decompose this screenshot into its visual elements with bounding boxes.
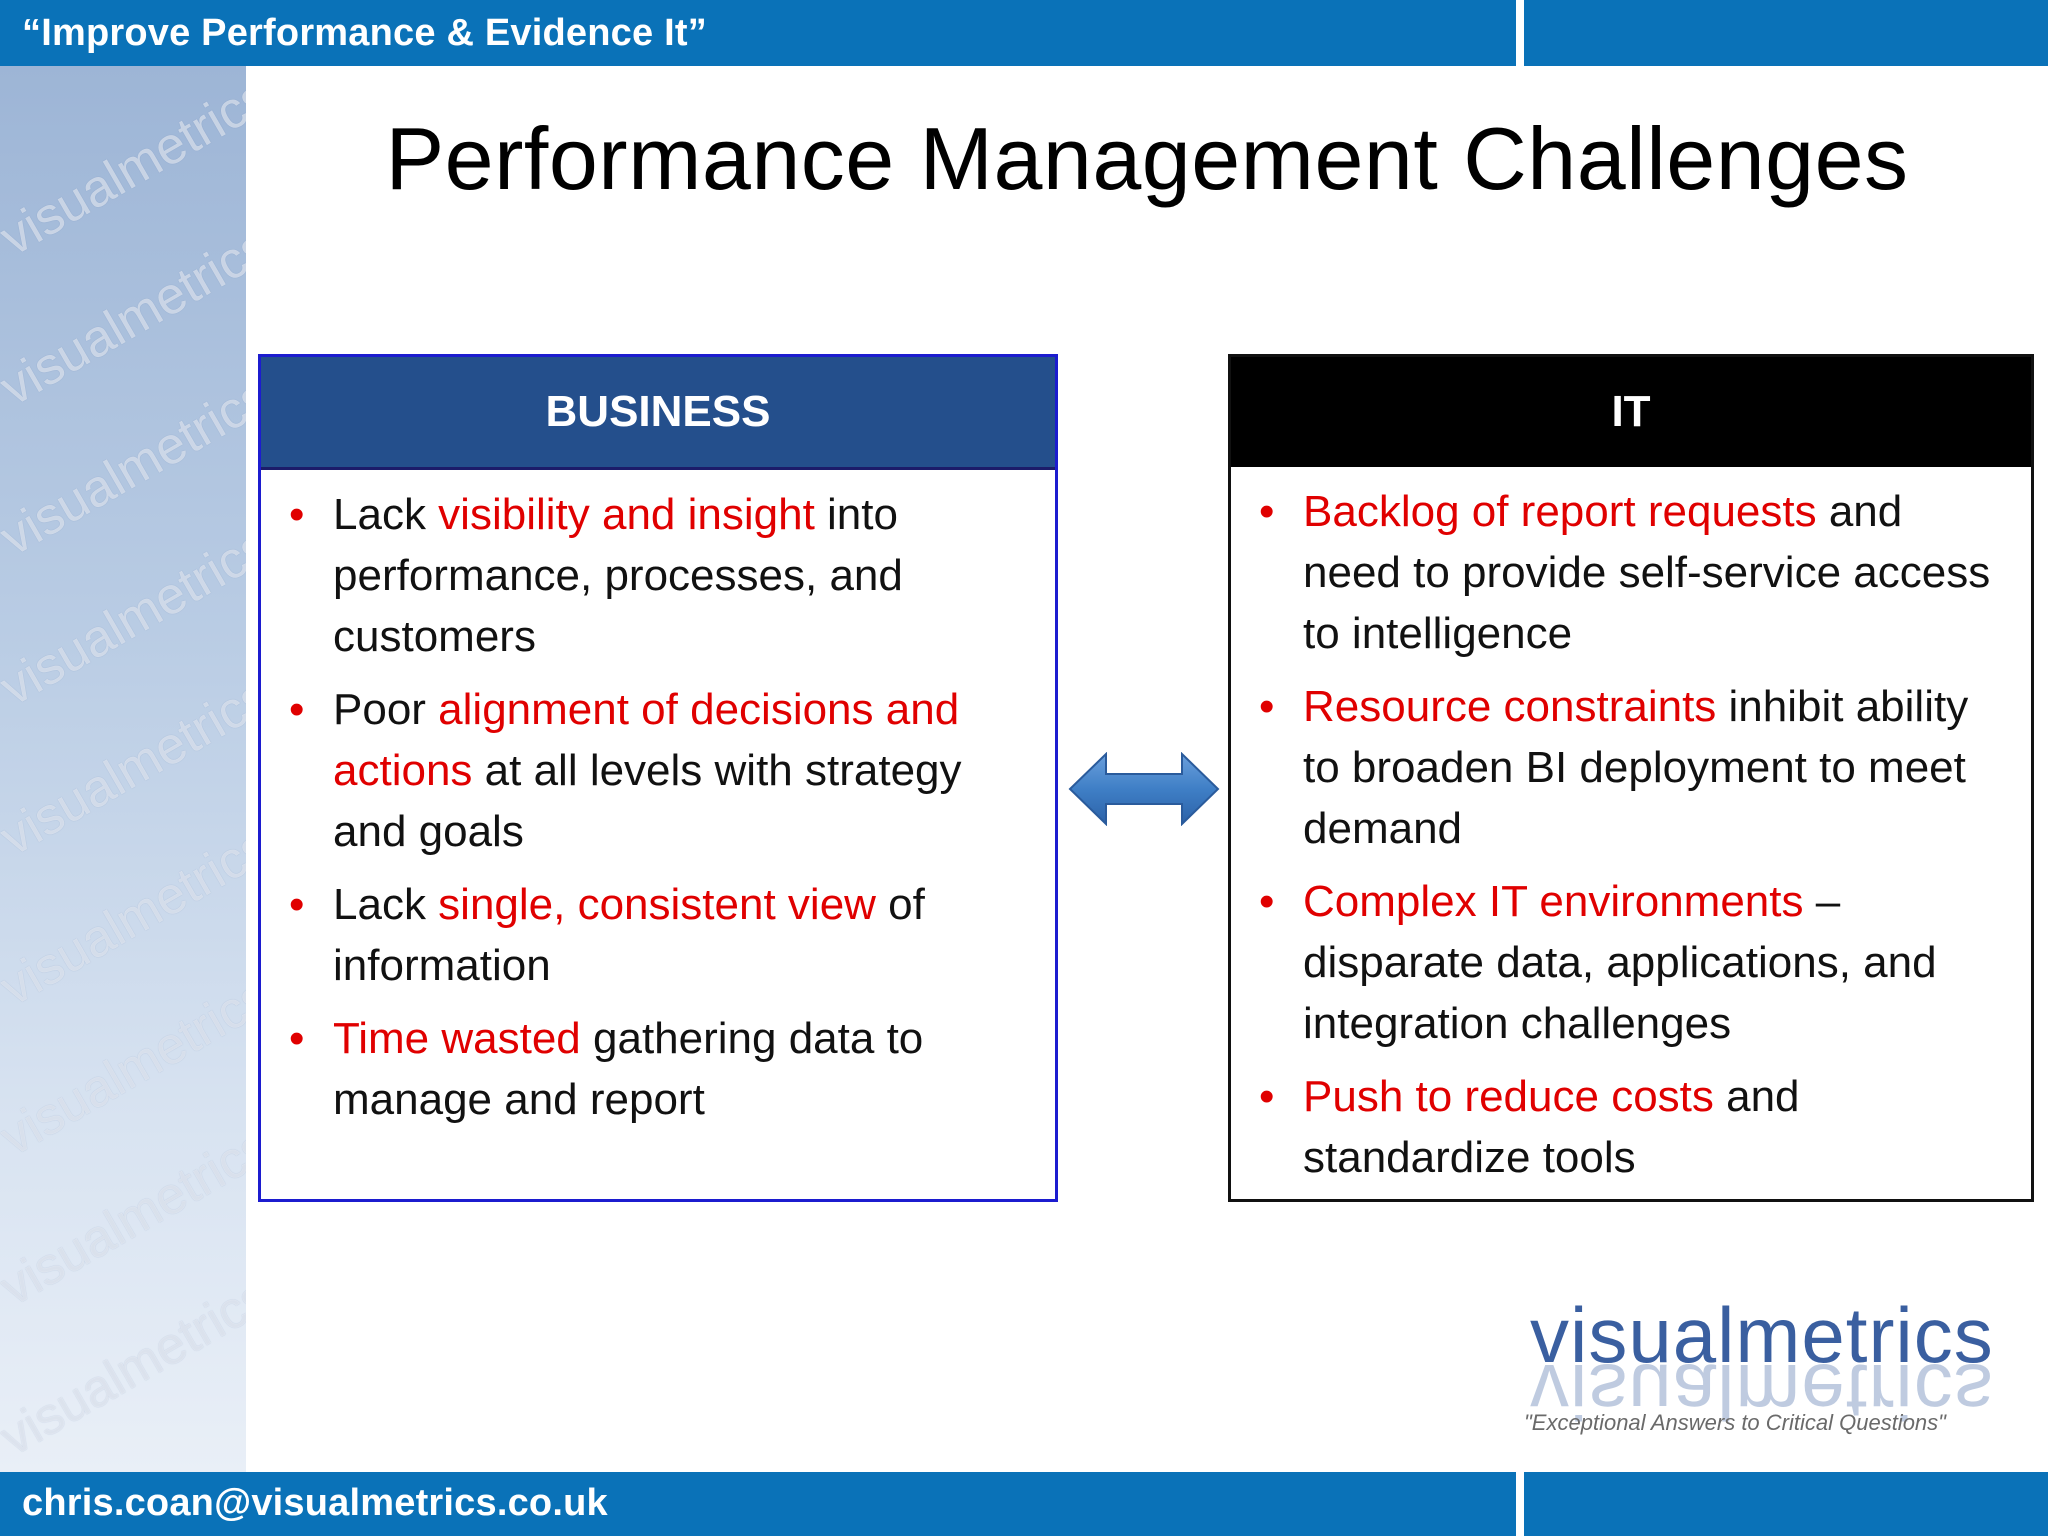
bullet-icon: • [289, 685, 305, 734]
header-bar-end [1524, 0, 2048, 66]
list-item: •Poor alignment of decisions and actions… [281, 679, 1035, 862]
list-item: •Complex IT environments – disparate dat… [1251, 871, 2011, 1054]
list-item: •Lack single, consistent view of informa… [281, 874, 1035, 996]
it-panel: IT •Backlog of report requests and need … [1228, 354, 2034, 1202]
bullet-icon: • [289, 1014, 305, 1063]
bullet-icon: • [1259, 1072, 1275, 1121]
header-bar-main [0, 0, 1516, 66]
list-item: •Lack visibility and insight into perfor… [281, 484, 1035, 667]
header-tagline: “Improve Performance & Evidence It” [22, 12, 707, 54]
footer-bar-main [0, 1472, 1516, 1536]
logo-tagline: "Exceptional Answers to Critical Questio… [1524, 1410, 1946, 1435]
watermark-text: visualmetrics [0, 66, 246, 268]
footer-bar-end [1524, 1472, 2048, 1536]
watermark-strip: visualmetrics visualmetrics visualmetric… [0, 66, 246, 1472]
business-list: •Lack visibility and insight into perfor… [261, 470, 1055, 1130]
visualmetrics-logo: visualmetrics visualmetrics "Exceptional… [1510, 1290, 2010, 1450]
business-heading: BUSINESS [261, 357, 1055, 470]
business-panel: BUSINESS •Lack visibility and insight in… [258, 354, 1058, 1202]
bullet-icon: • [289, 490, 305, 539]
list-item: •Resource constraints inhibit ability to… [1251, 676, 2011, 859]
double-arrow-icon [1068, 752, 1220, 826]
list-item: •Time wasted gathering data to manage an… [281, 1008, 1035, 1130]
bullet-icon: • [1259, 877, 1275, 926]
bullet-icon: • [289, 880, 305, 929]
header-bar: “Improve Performance & Evidence It” [0, 0, 2048, 66]
list-item: •Backlog of report requests and need to … [1251, 481, 2011, 664]
slide-title: Performance Management Challenges [385, 109, 1909, 208]
bullet-icon: • [1259, 682, 1275, 731]
logo-wordmark: visualmetrics [1530, 1291, 1994, 1379]
footer-bar: chris.coan@visualmetrics.co.uk [0, 1472, 2048, 1536]
it-list: •Backlog of report requests and need to … [1231, 467, 2031, 1188]
it-heading: IT [1231, 357, 2031, 467]
bullet-icon: • [1259, 487, 1275, 536]
footer-email: chris.coan@visualmetrics.co.uk [22, 1482, 608, 1524]
list-item: •Push to reduce costs and standardize to… [1251, 1066, 2011, 1188]
